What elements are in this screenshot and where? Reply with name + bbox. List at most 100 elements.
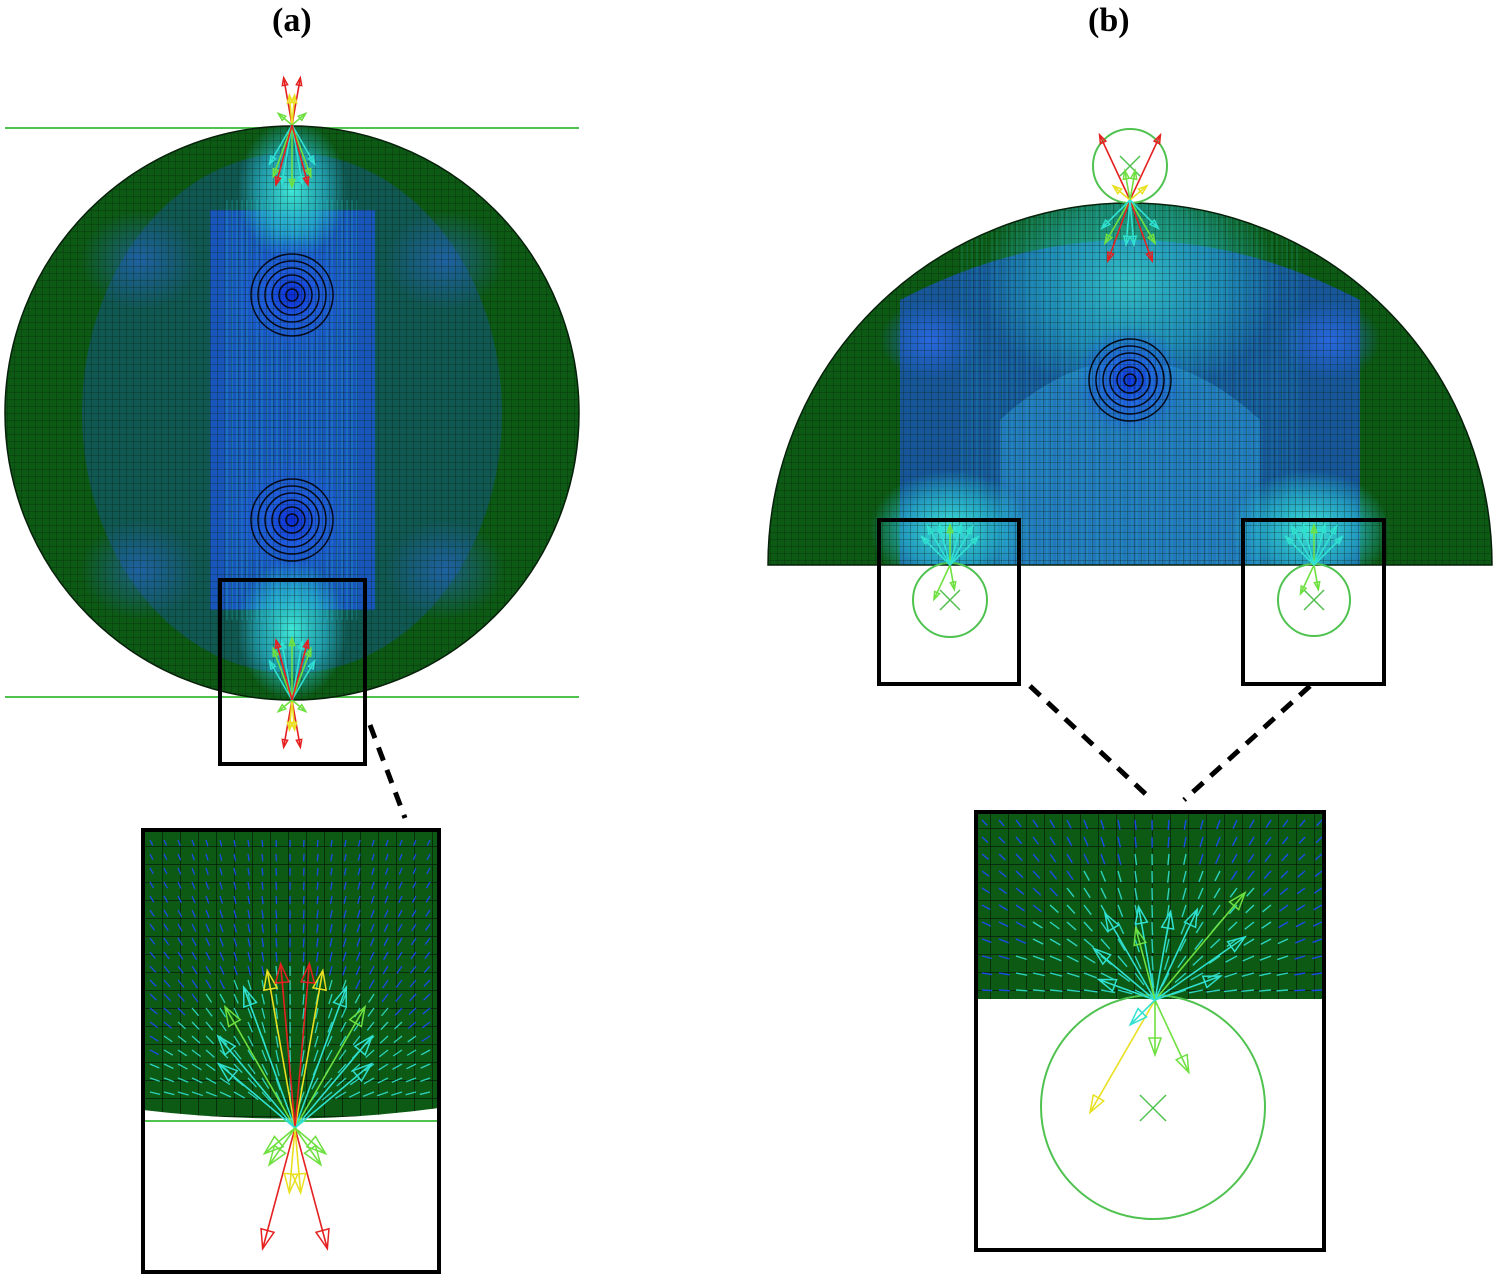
vector-mark: [163, 1063, 174, 1070]
vector-mark: [191, 1035, 201, 1044]
vector-mark: [163, 839, 168, 846]
vector-mark: [384, 895, 389, 904]
vector-mark: [329, 895, 333, 905]
vector-mark: [191, 1007, 200, 1017]
vector-mark: [321, 1091, 333, 1101]
vector-mark: [149, 1091, 161, 1095]
vector-mark: [383, 937, 389, 947]
vector-mark: [261, 895, 264, 905]
vector-mark: [408, 1007, 417, 1016]
vector-mark: [343, 895, 347, 905]
vector-mark: [1083, 887, 1091, 899]
roller-support-icon: [912, 562, 988, 638]
vector-mark: [316, 881, 319, 890]
vector-mark: [149, 867, 154, 875]
contour-ring: [285, 288, 299, 302]
vector-mark: [275, 895, 278, 905]
vector-mark: [1188, 989, 1204, 994]
force-arrow-icon: [266, 970, 296, 1129]
vector-mark: [410, 951, 417, 960]
arrow-head: [1107, 251, 1115, 264]
vector-mark: [149, 853, 154, 860]
vector-mark: [370, 909, 375, 918]
vector-mark: [1032, 955, 1045, 961]
vector-mark: [233, 1063, 243, 1074]
vector-mark: [315, 951, 319, 962]
arrow-head: [223, 1004, 242, 1028]
vector-mark: [149, 1021, 159, 1029]
vector-mark: [261, 923, 264, 933]
vector-mark: [219, 1021, 227, 1032]
vector-mark: [205, 937, 211, 947]
force-arrow-icon: [1129, 199, 1135, 245]
inset-b: [974, 810, 1326, 1252]
force-arrow-icon: [1154, 936, 1246, 1001]
arrow-head: [307, 659, 316, 671]
vector-mark: [233, 895, 237, 905]
vector-mark: [382, 979, 389, 989]
arrow-head: [274, 175, 282, 188]
vector-mark: [377, 1077, 389, 1084]
cross-center-icon: [1139, 1094, 1167, 1122]
vector-mark: [411, 923, 417, 932]
force-arrow-icon: [291, 124, 309, 186]
vector-mark: [1032, 853, 1040, 862]
arrow-head: [311, 968, 328, 992]
vector-mark: [177, 1063, 188, 1070]
force-arrow-icon: [294, 1127, 322, 1166]
vector-mark: [1049, 870, 1058, 880]
arrow-head: [1129, 168, 1138, 181]
force-arrow-icon: [1107, 199, 1131, 262]
force-arrow-icon: [242, 986, 296, 1129]
contour-ring: [1109, 359, 1151, 401]
arrow-head: [1313, 580, 1321, 592]
vector-mark: [371, 867, 375, 876]
vector-mark: [149, 937, 156, 945]
vector-mark: [419, 1077, 431, 1082]
vector-mark: [368, 979, 375, 989]
vector-mark: [302, 1007, 305, 1020]
vector-mark: [1066, 853, 1073, 864]
force-arrow-icon: [933, 564, 951, 600]
vector-mark: [343, 867, 347, 876]
arrow-head: [288, 178, 296, 190]
vector-mark: [1281, 836, 1289, 845]
force-arrow-icon: [291, 699, 307, 713]
vector-mark: [330, 881, 333, 890]
vector-mark: [1163, 955, 1170, 970]
contour-ring: [257, 485, 327, 555]
vector-mark: [1179, 938, 1187, 952]
arrow-head: [1290, 524, 1299, 536]
vector-mark: [330, 839, 333, 847]
vector-mark: [316, 867, 319, 876]
vector-mark: [1117, 955, 1128, 968]
vector-mark: [1181, 904, 1187, 918]
vector-mark: [149, 1035, 159, 1042]
vector-mark: [355, 951, 361, 961]
vector-mark: [395, 979, 403, 988]
arrow-head: [1100, 218, 1112, 230]
vector-mark: [981, 972, 993, 976]
zoom-box-a: [218, 578, 367, 766]
force-arrow-icon: [280, 640, 293, 701]
vector-mark: [1032, 836, 1040, 845]
force-arrow-icon: [1154, 892, 1246, 1001]
vector-mark: [205, 867, 209, 876]
vector-mark: [191, 1063, 202, 1071]
vector-mark: [261, 1007, 266, 1019]
zoom-leader-b-left: [1028, 684, 1154, 802]
vector-mark: [205, 853, 209, 861]
force-arrow-icon: [1093, 947, 1156, 1001]
vector-mark: [381, 993, 389, 1003]
vector-mark: [233, 853, 237, 862]
vector-mark: [1134, 819, 1137, 830]
vector-mark: [1032, 904, 1042, 913]
vector-mark: [349, 1077, 361, 1086]
vector-mark: [344, 839, 347, 847]
vector-mark: [1166, 887, 1170, 901]
vector-mark: [1049, 853, 1057, 863]
force-arrow-icon: [1112, 185, 1131, 201]
vector-mark: [357, 895, 361, 904]
vector-mark: [365, 1049, 375, 1059]
vector-mark: [247, 881, 251, 890]
